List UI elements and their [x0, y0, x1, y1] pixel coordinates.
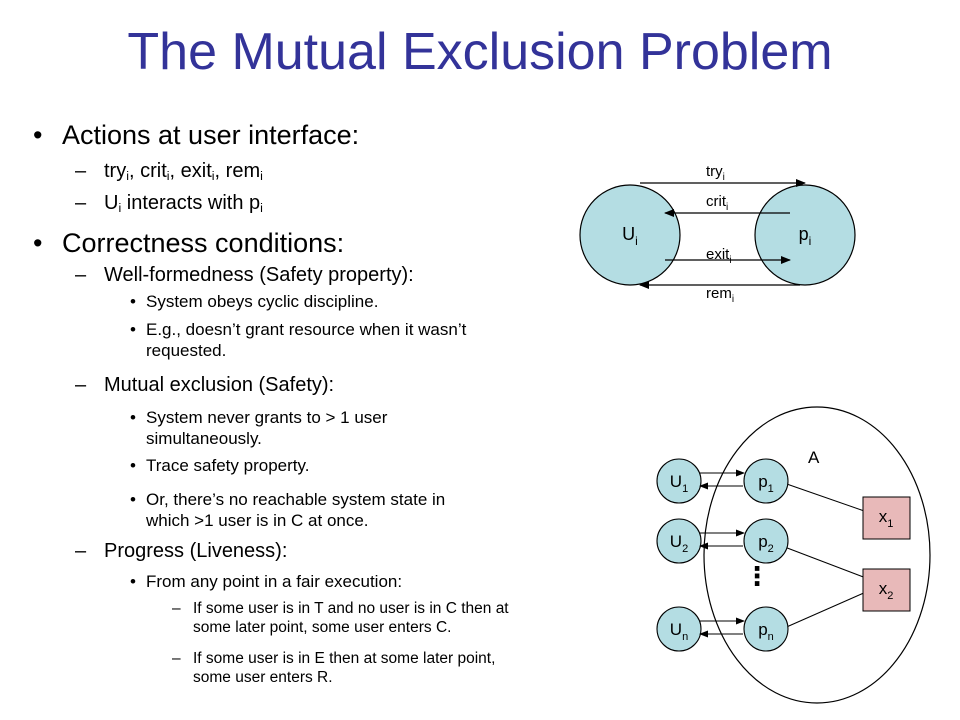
text-run: From any point in a fair execution: — [146, 572, 403, 591]
bullet-continuation: simultaneously. — [146, 429, 262, 448]
bullet-text-level-3: System never grants to > 1 user — [146, 408, 387, 427]
text-run: try — [104, 160, 127, 182]
bullet-text-level-2: Progress (Liveness): — [104, 540, 287, 562]
bullet-text-level-1: Correctness conditions: — [62, 228, 344, 258]
bullet-continuation: which >1 user is in C at once. — [146, 511, 369, 530]
bullet-continuation: some user enters R. — [193, 669, 333, 686]
system-label: A — [808, 448, 820, 467]
bullet-dot: • — [130, 490, 136, 509]
bullet-dot: • — [130, 320, 136, 339]
bullet-dot: • — [33, 228, 43, 258]
user-node-label: Ui — [622, 224, 638, 248]
text-run: Progress (Liveness): — [104, 540, 288, 562]
user-n-node — [656, 606, 702, 652]
crit-label: criti — [706, 193, 728, 213]
text-run: , rem — [214, 160, 261, 182]
text-run: interacts with p — [121, 192, 261, 214]
variable-x1-label: x1 — [879, 507, 894, 530]
bullet-text-level-2: Well-formedness (Safety property): — [104, 264, 414, 286]
bullet-text-level-4: If some user is in T and no user is in C… — [193, 600, 509, 617]
text-run: E.g., doesn’t grant resource when it was… — [146, 320, 467, 339]
bullet-text-level-2: tryi, criti, exiti, remi — [104, 160, 263, 182]
text-run: System obeys cyclic discipline. — [146, 292, 379, 311]
subscript: i — [118, 201, 122, 216]
text-run: Or, there’s no reachable system state in — [146, 490, 446, 509]
bullet-text-level-3: Or, there’s no reachable system state in — [146, 490, 445, 509]
text-run: Actions at user interface: — [62, 120, 360, 150]
subscript: i — [126, 169, 129, 184]
bullet-text-level-1: Actions at user interface: — [62, 120, 359, 150]
text-run: Trace safety property. — [146, 456, 310, 475]
user-1-label: U1 — [670, 472, 688, 495]
ellipsis: ⋮ — [744, 561, 770, 591]
variable-x2-label: x2 — [879, 579, 894, 602]
process-2-node — [743, 518, 789, 564]
user-2-label: U2 — [670, 532, 688, 555]
text-run: If some user is in T and no user is in C… — [193, 600, 509, 617]
try-label: tryi — [706, 163, 725, 183]
bullet-continuation: requested. — [146, 341, 227, 360]
subscript: i — [260, 169, 263, 184]
text-run: If some user is in E then at some later … — [193, 650, 496, 667]
text-run: Well-formedness (Safety property): — [104, 264, 414, 286]
process-2-label: p2 — [758, 532, 774, 555]
text-run: , crit — [128, 160, 167, 182]
process-n-node — [743, 606, 789, 652]
system-boundary — [703, 406, 931, 704]
bullet-dot: • — [130, 572, 136, 591]
subscript: i — [211, 169, 215, 184]
user-2-node — [656, 518, 702, 564]
rem-label: remi — [706, 285, 734, 305]
variable-x2-box — [862, 568, 911, 612]
bullet-dot: • — [33, 120, 43, 150]
bullet-text-level-2: Ui interacts with pi — [104, 192, 263, 214]
process-1-label: p1 — [758, 472, 774, 495]
bullet-dash: – — [75, 374, 87, 396]
bullet-text-level-3: Trace safety property. — [146, 456, 309, 475]
bullet-text-level-2: Mutual exclusion (Safety): — [104, 374, 334, 396]
bullet-dash: – — [75, 192, 87, 214]
user-1-node — [656, 458, 702, 504]
user-n-label: Un — [670, 620, 688, 643]
bullet-text-level-3: E.g., doesn’t grant resource when it was… — [146, 320, 466, 339]
pn-x2-edge — [781, 591, 867, 630]
text-run: U — [104, 192, 119, 214]
process-1-node — [743, 458, 789, 504]
bullet-dot: • — [130, 456, 136, 475]
text-run: Mutual exclusion (Safety): — [104, 374, 335, 396]
subscript: i — [166, 169, 170, 184]
page-title: The Mutual Exclusion Problem — [127, 23, 833, 81]
text-run: Correctness conditions: — [62, 228, 345, 258]
text-run: , exit — [169, 160, 212, 182]
text-run: System never grants to > 1 user — [146, 408, 388, 427]
p2-x2-edge — [781, 545, 867, 579]
exit-label: exiti — [706, 246, 732, 266]
bullet-dot: • — [130, 408, 136, 427]
bullet-text-level-3: System obeys cyclic discipline. — [146, 292, 378, 311]
bullet-dash: – — [172, 600, 181, 617]
bullet-dash: – — [75, 264, 87, 286]
process-node-label: pi — [799, 224, 812, 248]
bullet-continuation: some later point, some user enters C. — [193, 619, 452, 636]
variable-x1-box — [862, 496, 911, 540]
bullet-dash: – — [75, 540, 87, 562]
subscript: i — [260, 201, 263, 216]
bullet-text-level-4: If some user is in E then at some later … — [193, 650, 495, 667]
bullet-text-level-3: From any point in a fair execution: — [146, 572, 402, 591]
p1-x1-edge — [780, 481, 871, 514]
bullet-dot: • — [130, 292, 136, 311]
bullet-dash: – — [75, 160, 87, 182]
bullet-dash: – — [172, 650, 181, 667]
user-node — [579, 184, 681, 286]
process-n-label: pn — [758, 620, 774, 643]
